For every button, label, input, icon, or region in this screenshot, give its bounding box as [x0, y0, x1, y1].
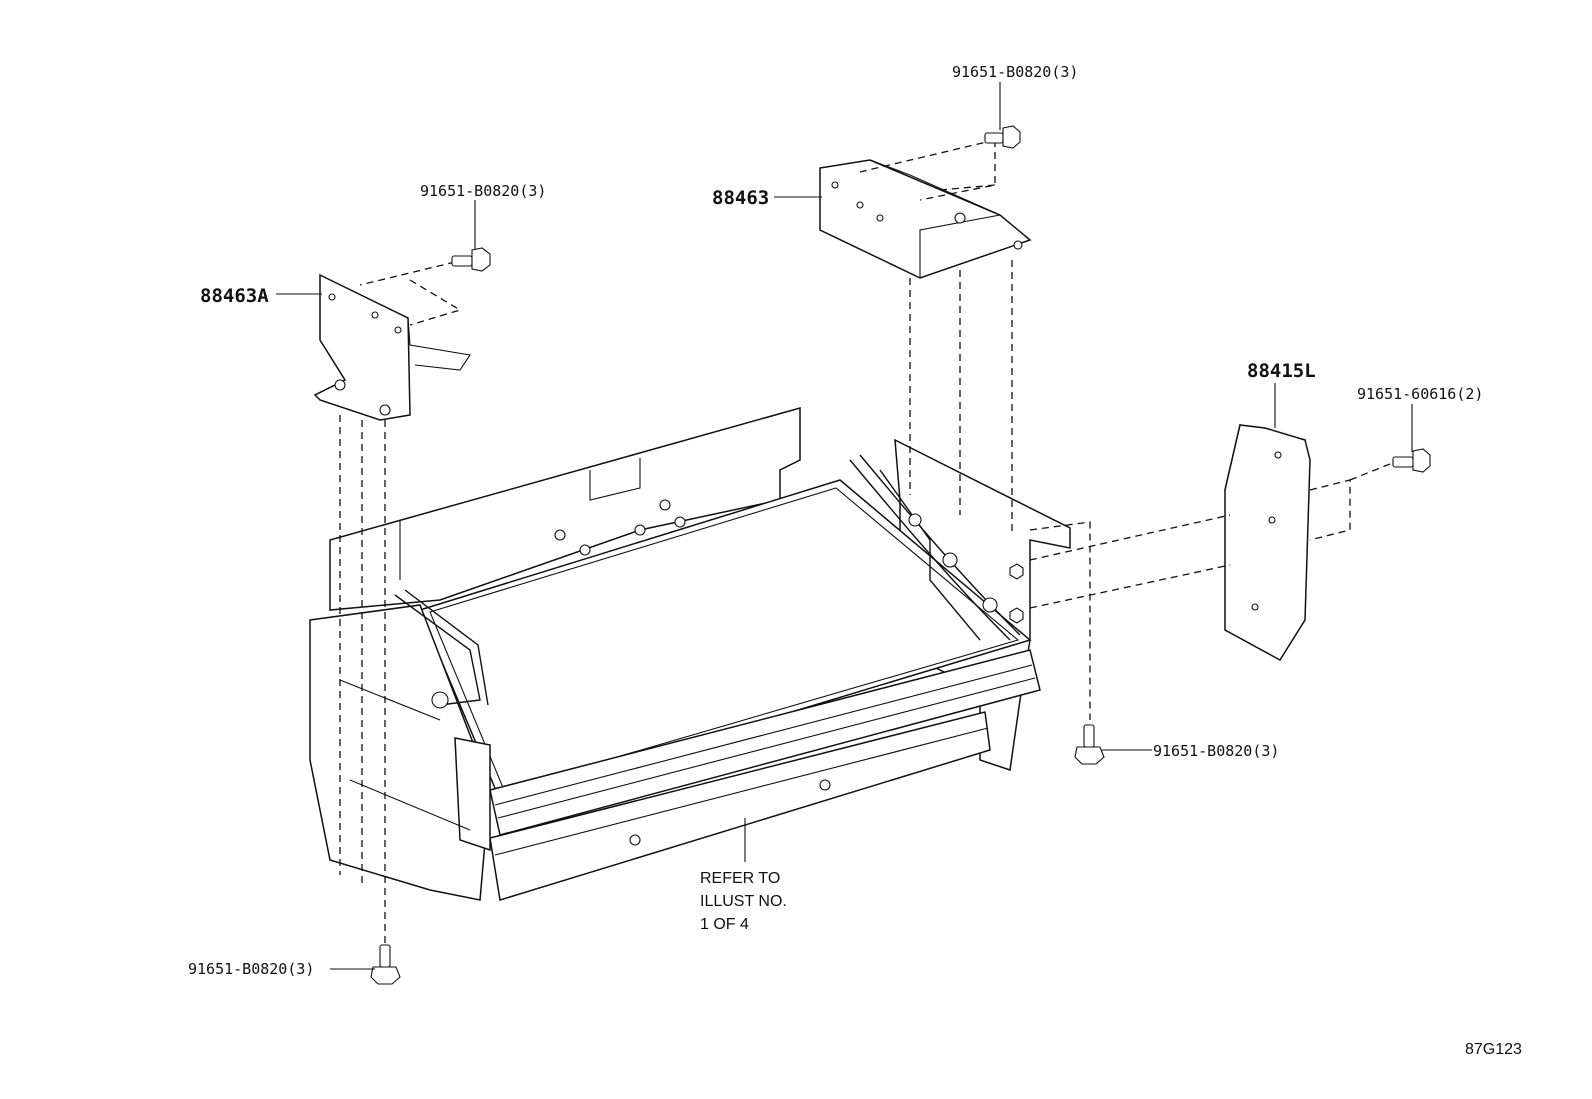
note-line-1: REFER TO: [700, 870, 780, 887]
bolt-top-right: [984, 125, 1021, 149]
label-bolt-bottom-right: 91651-B0820(3): [1153, 742, 1279, 760]
bolt-bottom-right: [1074, 724, 1105, 765]
label-cover-88415l: 88415L: [1247, 360, 1316, 382]
label-bolt-top-left: 91651-B0820(3): [420, 182, 546, 200]
bracket-88463a: [313, 273, 471, 421]
label-bolt-top-right: 91651-B0820(3): [952, 63, 1078, 81]
label-bracket-88463a: 88463A: [200, 285, 269, 307]
bolt-top-left: [451, 247, 491, 272]
note-line-3: 1 OF 4: [700, 916, 749, 933]
condenser-assembly: [309, 407, 1071, 901]
note-line-2: ILLUST NO.: [700, 893, 787, 910]
bracket-88463: [819, 159, 1032, 279]
label-bolt-bottom-left: 91651-B0820(3): [188, 960, 314, 978]
label-bracket-88463: 88463: [712, 187, 769, 209]
illustration-code: 87G123: [1465, 1041, 1522, 1058]
cover-88415l: [1224, 424, 1311, 661]
bolt-right-cover: [1392, 448, 1431, 473]
assembly-guide-lines: [339, 139, 1396, 945]
label-bolt-right-cover: 91651-60616(2): [1357, 385, 1483, 403]
leader-lines: [276, 82, 1413, 970]
bolt-bottom-left: [370, 944, 401, 985]
